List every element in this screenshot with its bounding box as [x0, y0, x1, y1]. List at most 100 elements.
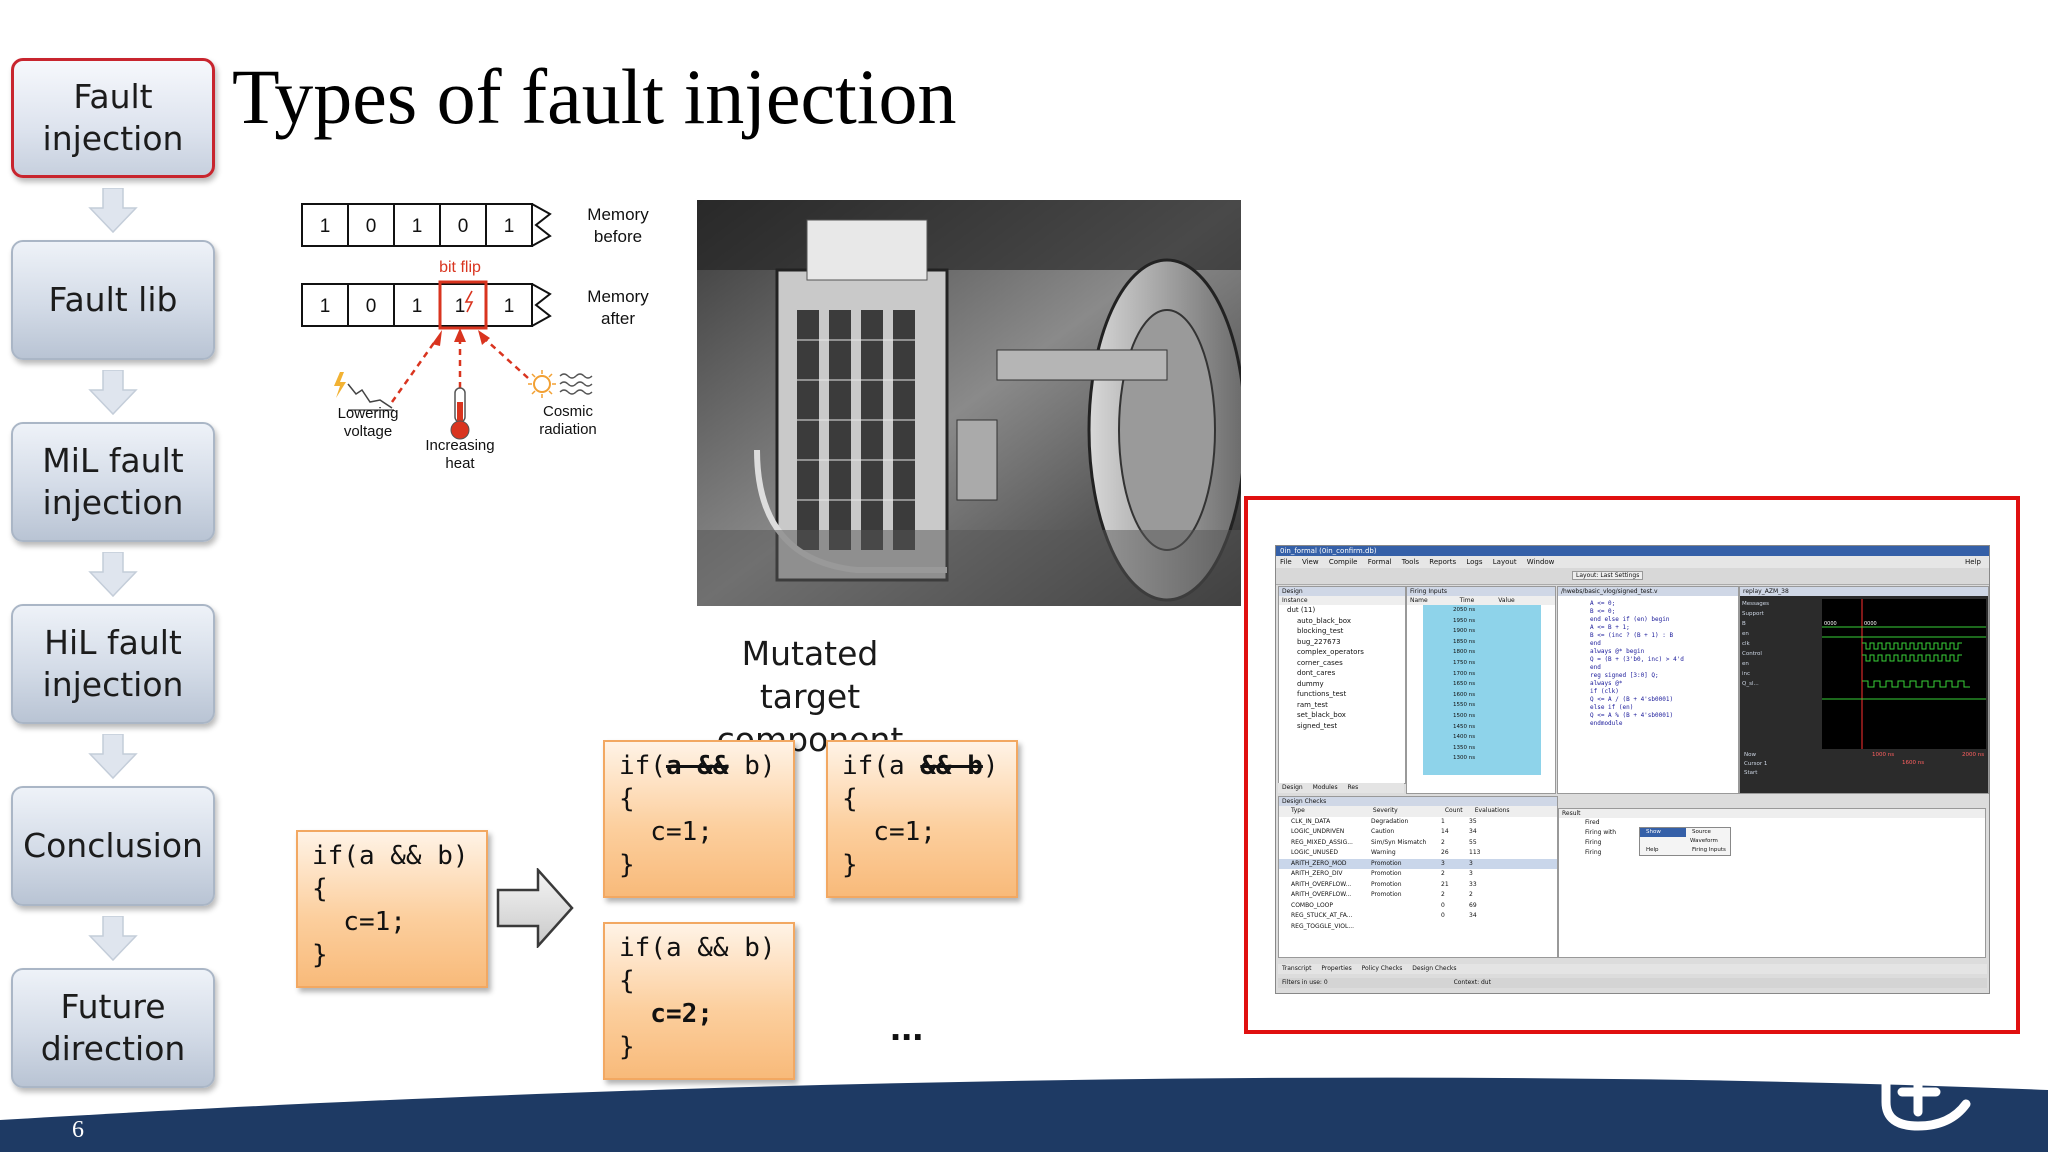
table-cell: Promotion: [1371, 891, 1402, 898]
firing-row[interactable]: 1500 ns: [1453, 712, 1476, 719]
table-cell: Degradation: [1371, 817, 1409, 825]
source-pane: /hwebs/basic_vlog/signed_test.v A <= 0;B…: [1557, 586, 1739, 794]
nav-fault-injection[interactable]: Fault injection: [11, 58, 215, 178]
source-line: end: [1590, 664, 1601, 671]
firing-row[interactable]: 1650 ns: [1453, 681, 1476, 688]
tree-item[interactable]: functions_test: [1297, 690, 1347, 698]
context-menu-item[interactable]: Source: [1692, 829, 1711, 835]
menu-item[interactable]: Compile: [1328, 558, 1358, 566]
wave-signal-label[interactable]: inc: [1742, 671, 1751, 677]
wave-signal-label[interactable]: en: [1742, 631, 1749, 637]
firing-row[interactable]: 2050 ns: [1453, 607, 1476, 613]
nav-hil-fault-injection[interactable]: HiL fault injection: [11, 604, 215, 724]
nav-future-direction[interactable]: Future direction: [11, 968, 215, 1088]
source-line: Q = (B + (3'b0, inc) > 4'd: [1590, 656, 1684, 663]
menu-item[interactable]: Tools: [1401, 558, 1420, 566]
bit-before-4: 1: [504, 216, 515, 237]
firing-row[interactable]: 1350 ns: [1453, 744, 1476, 751]
hardware-photo: [697, 200, 1241, 606]
firing-row[interactable]: 1800 ns: [1453, 649, 1476, 656]
result-row[interactable]: Firing: [1585, 849, 1602, 856]
nav-fault-lib[interactable]: Fault lib: [11, 240, 215, 360]
firing-row[interactable]: 1450 ns: [1453, 723, 1476, 730]
deleted-code: && b: [920, 751, 983, 781]
firing-row[interactable]: 1700 ns: [1453, 670, 1476, 677]
tree-item[interactable]: dummy: [1297, 679, 1324, 688]
tree-item[interactable]: blocking_test: [1297, 627, 1344, 635]
firing-row[interactable]: 1300 ns: [1453, 755, 1476, 762]
page-number: 6: [72, 1117, 84, 1143]
menu-item[interactable]: Formal: [1367, 558, 1392, 566]
tab-design-checks[interactable]: Design Checks: [1412, 965, 1457, 972]
menu-item[interactable]: Help: [1965, 558, 1981, 566]
wave-signal-label[interactable]: Support: [1742, 611, 1764, 617]
tree-item[interactable]: dont_cares: [1297, 669, 1336, 677]
bit-flip-label: bit flip: [439, 259, 481, 276]
wave-signal-label[interactable]: clk: [1742, 641, 1750, 647]
tree-item[interactable]: bug_227673: [1297, 637, 1341, 646]
firing-row[interactable]: 1550 ns: [1453, 702, 1476, 709]
wave-signal-label[interactable]: Messages: [1742, 601, 1769, 607]
tab-res[interactable]: Res: [1347, 784, 1359, 791]
menu-item[interactable]: View: [1301, 558, 1319, 566]
menu-item[interactable]: Reports: [1429, 558, 1457, 566]
context-menu-item[interactable]: Show: [1640, 828, 1686, 837]
cause-voltage-line1: Lowering: [338, 405, 399, 422]
nav-down-arrow-icon: [88, 188, 138, 234]
tree-item[interactable]: ram_test: [1297, 700, 1328, 709]
source-line: B <= 0;: [1590, 608, 1616, 615]
table-row[interactable]: REG_TOGGLE_VIOL...: [1279, 922, 1557, 933]
bit-after-0: 1: [320, 296, 331, 317]
bit-flip-diagram: 1 0 1 0 1 Memory before bit flip 1 0 1 1…: [296, 198, 654, 474]
code-line: {: [312, 874, 328, 904]
tree-item[interactable]: corner_cases: [1297, 658, 1343, 667]
tab-design[interactable]: Design: [1282, 784, 1303, 791]
tree-item[interactable]: complex_operators: [1297, 648, 1364, 656]
menu-item[interactable]: Layout: [1492, 558, 1517, 566]
result-row[interactable]: Firing: [1585, 839, 1602, 846]
tree-item[interactable]: set_black_box: [1297, 711, 1346, 719]
context-menu-item[interactable]: Firing Inputs: [1692, 847, 1726, 853]
result-row[interactable]: Fired: [1585, 819, 1600, 826]
wave-signal-label[interactable]: B: [1742, 621, 1746, 627]
tree-item[interactable]: dut (11): [1287, 606, 1316, 614]
tree-item[interactable]: auto_black_box: [1297, 616, 1351, 625]
firing-row[interactable]: 1950 ns: [1453, 617, 1476, 624]
tab-policy-checks[interactable]: Policy Checks: [1361, 965, 1403, 972]
wave-signal-label[interactable]: en: [1742, 661, 1749, 667]
nav-conclusion[interactable]: Conclusion: [11, 786, 215, 906]
layout-select[interactable]: Layout: Last Settings: [1572, 571, 1644, 580]
firing-row[interactable]: 1850 ns: [1453, 638, 1476, 645]
tab-modules[interactable]: Modules: [1312, 784, 1338, 791]
firing-row[interactable]: 1400 ns: [1453, 734, 1476, 741]
menu-item[interactable]: File: [1280, 558, 1292, 566]
result-row[interactable]: Firing with: [1585, 829, 1617, 836]
firing-row[interactable]: 1600 ns: [1453, 691, 1476, 698]
menu-item[interactable]: Window: [1526, 558, 1555, 566]
design-pane: Design Instance dut (11) auto_black_box …: [1278, 586, 1406, 784]
tab-properties[interactable]: Properties: [1321, 965, 1352, 972]
firing-row[interactable]: 1900 ns: [1453, 628, 1476, 635]
firing-row[interactable]: 1750 ns: [1453, 659, 1476, 666]
source-line: B <= (inc ? (B + 1) : B: [1590, 632, 1674, 639]
design-tabs: Design Modules Res: [1278, 783, 1404, 793]
nav-mil-fault-injection[interactable]: MiL fault injection: [11, 422, 215, 542]
tree-item[interactable]: signed_test: [1297, 721, 1338, 730]
wave-signal-label[interactable]: Control: [1742, 651, 1762, 657]
tab-transcript[interactable]: Transcript: [1282, 965, 1312, 972]
context-menu-item[interactable]: Help: [1646, 847, 1659, 853]
context-menu-item[interactable]: Waveform: [1690, 838, 1718, 844]
menu-item[interactable]: Logs: [1466, 558, 1483, 566]
wave-signal-label[interactable]: Q_sl...: [1742, 681, 1759, 687]
